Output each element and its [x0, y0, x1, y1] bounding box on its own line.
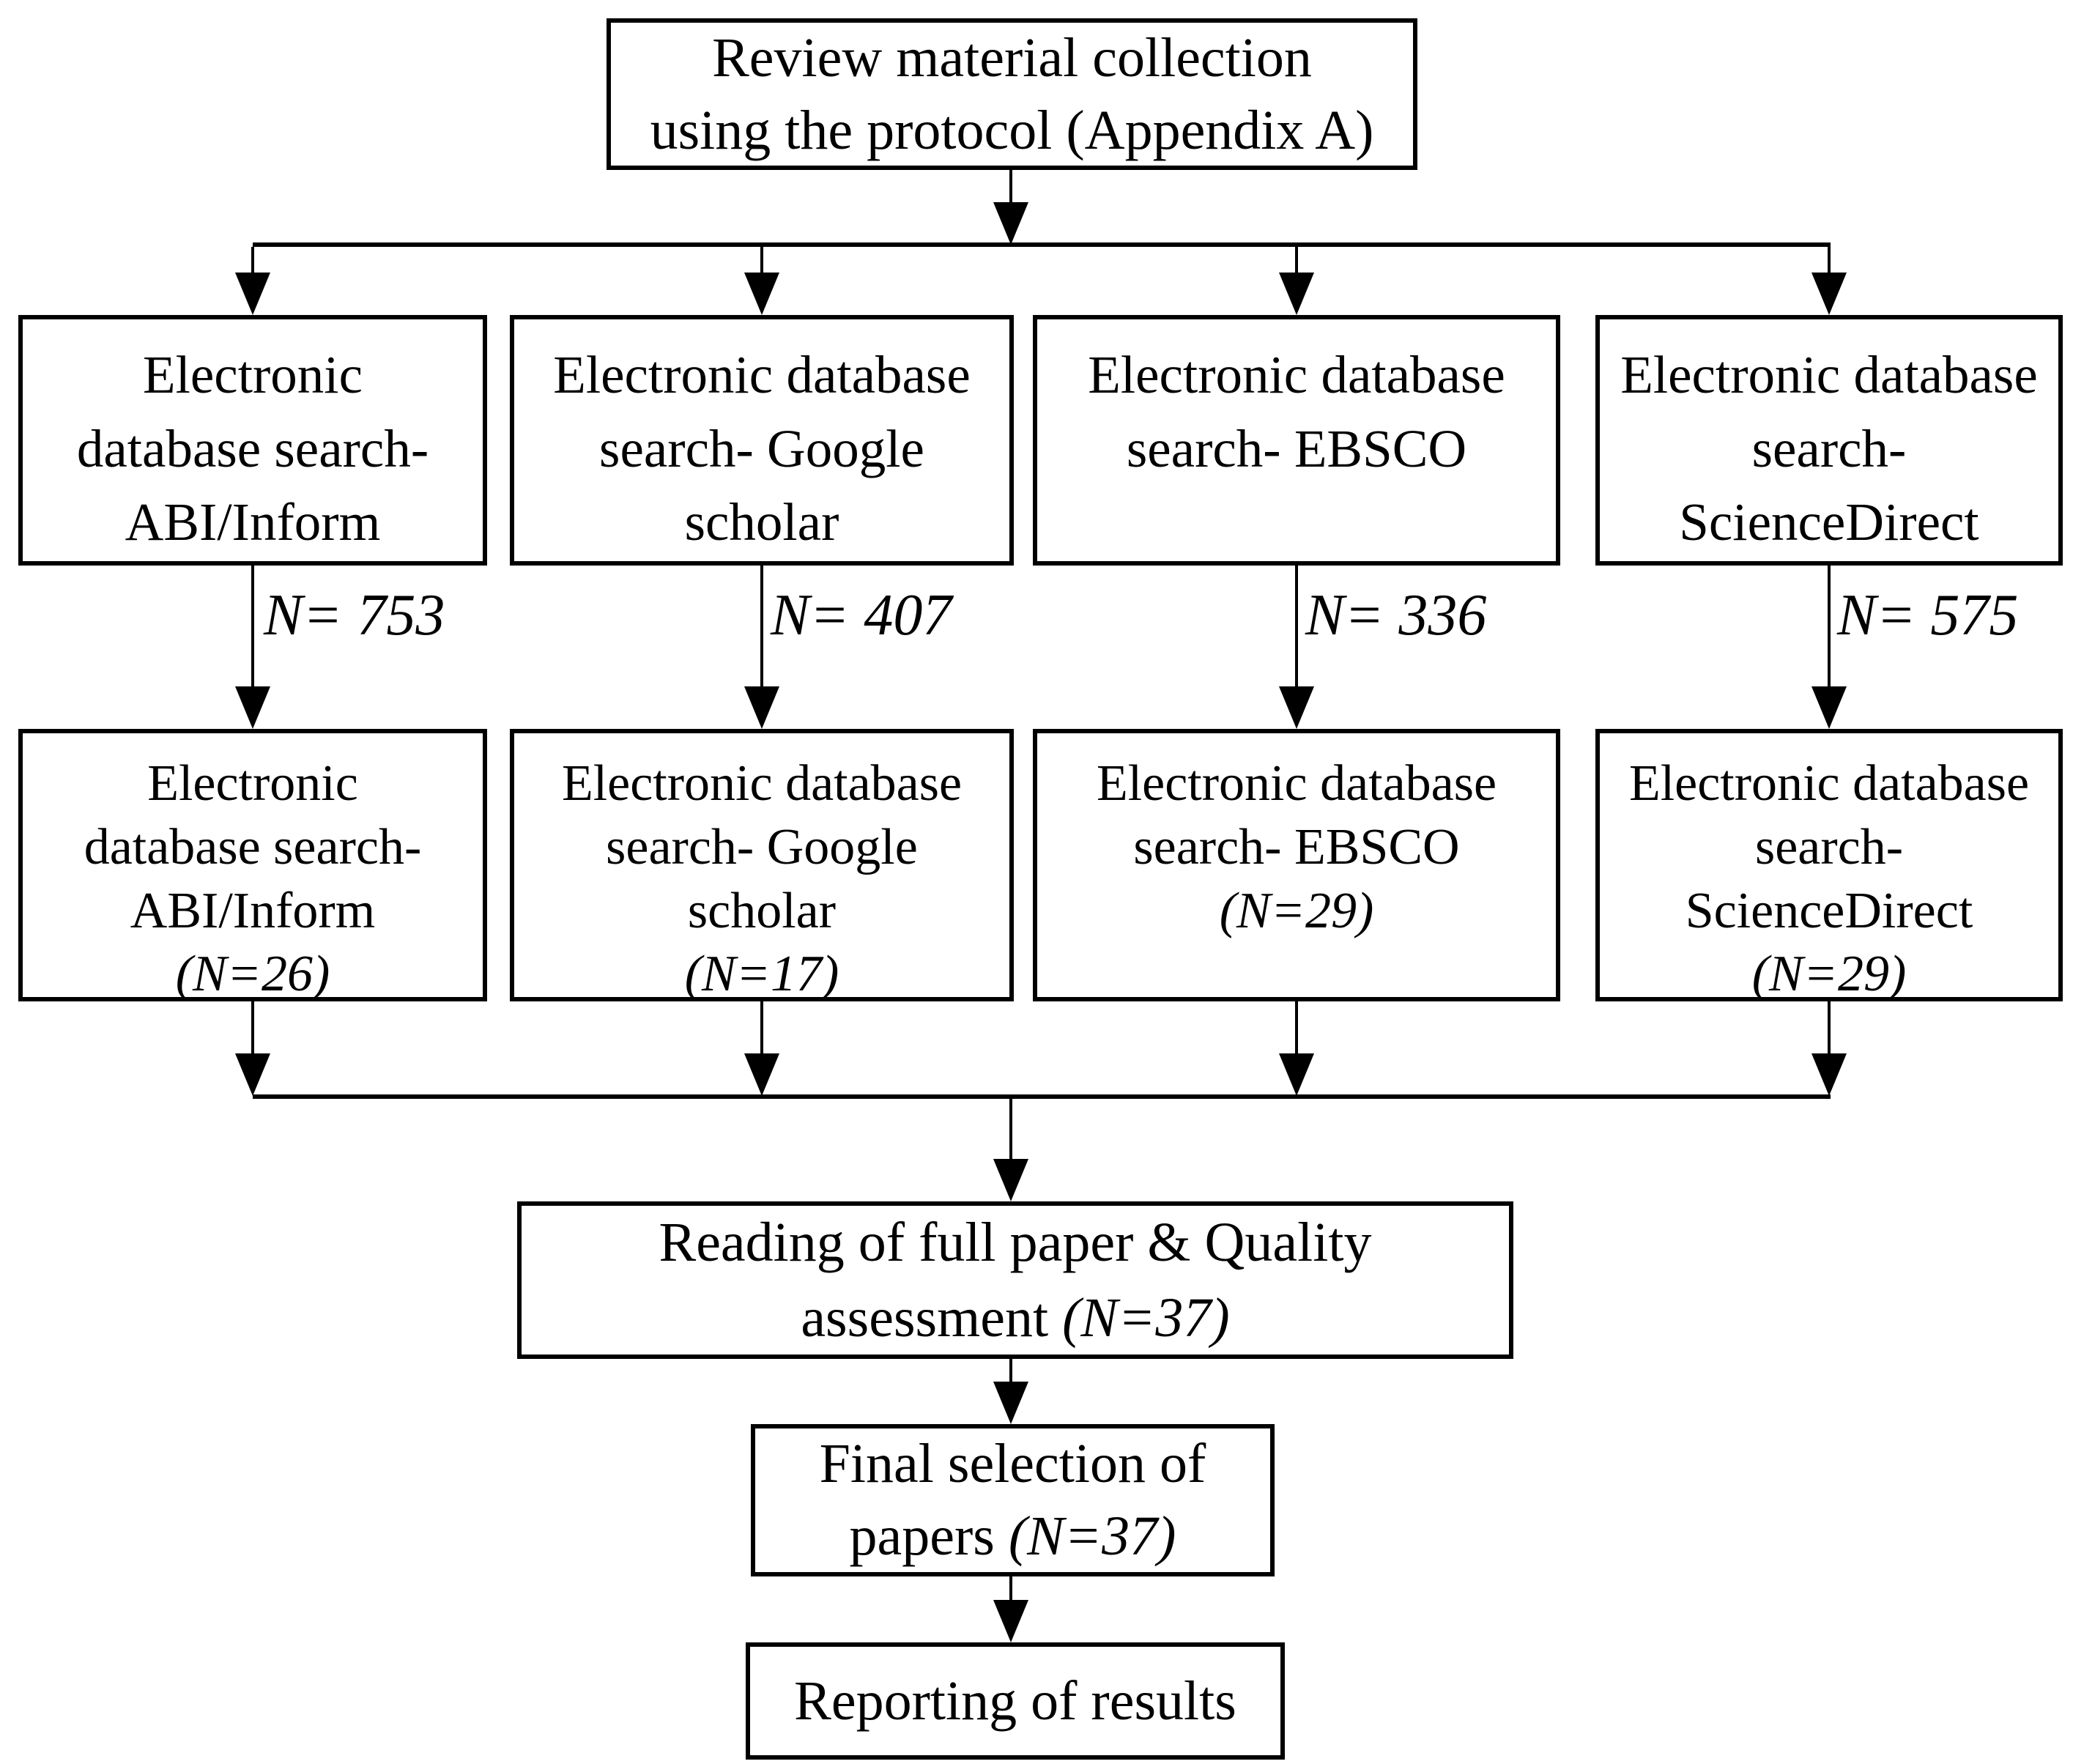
arrow-stem: [760, 247, 763, 273]
box-text-line: Review material collection: [712, 26, 1312, 89]
box-text-line: database search-: [76, 418, 429, 478]
box-count-segment: (N=37): [1008, 1505, 1176, 1567]
arrow-stem: [1828, 566, 1831, 687]
box-text-line: ABI/Inform: [130, 882, 376, 939]
arrowhead-down: [1811, 686, 1847, 729]
box-text-segment: assessment: [801, 1286, 1063, 1349]
reporting-box: Reporting of results: [746, 1642, 1285, 1760]
arrowhead-down: [744, 273, 779, 315]
arrowhead-down: [744, 1053, 779, 1096]
box-text-line: Electronic database: [561, 755, 963, 812]
search-box-abi-inform: Electronic database search- ABI/Inform: [18, 315, 487, 566]
arrowhead-down: [993, 1382, 1028, 1424]
arrow-stem: [1295, 247, 1298, 273]
box-text-line: search- EBSCO: [1133, 818, 1460, 875]
arrowhead-down: [1811, 273, 1847, 315]
branch-line: [253, 242, 1831, 247]
box-count-line: (N=17): [684, 946, 839, 1003]
result-count-label: N= 407: [771, 583, 952, 648]
arrowhead-down: [993, 202, 1028, 245]
result-count-label: N= 575: [1837, 583, 2019, 648]
arrowhead-down: [744, 686, 779, 729]
screened-box-sciencedirect: Electronic database search- ScienceDirec…: [1595, 729, 2063, 1002]
box-text-line: ScienceDirect: [1685, 882, 1973, 939]
box-text-line: Electronic: [143, 345, 363, 404]
arrowhead-down: [235, 1053, 270, 1096]
arrowhead-down: [1811, 1053, 1847, 1096]
screened-box-abi-inform: Electronic database search- ABI/Inform (…: [18, 729, 487, 1002]
quality-assessment-box: Reading of full paper & Quality assessme…: [517, 1201, 1513, 1359]
box-text-line: scholar: [684, 492, 839, 552]
search-box-sciencedirect: Electronic database search- ScienceDirec…: [1595, 315, 2063, 566]
arrow-stem: [251, 247, 254, 273]
box-text-line: Electronic database: [1088, 345, 1505, 404]
final-selection-box: Final selection of papers (N=37): [751, 1424, 1275, 1576]
screened-box-ebsco: Electronic database search- EBSCO (N=29): [1033, 729, 1560, 1001]
arrow-stem: [760, 1001, 763, 1054]
result-count-label: N= 336: [1305, 583, 1487, 648]
arrow-stem: [1295, 566, 1298, 687]
box-text-segment: papers: [849, 1505, 1009, 1567]
box-text-line: Reporting of results: [794, 1670, 1236, 1732]
box-text-line: scholar: [687, 882, 837, 939]
arrow-stem: [251, 566, 254, 687]
arrow-stem: [1009, 170, 1012, 204]
arrowhead-down: [993, 1159, 1028, 1201]
box-text-line: search-: [1754, 818, 1904, 875]
arrowhead-down: [235, 273, 270, 315]
merge-line: [253, 1094, 1831, 1099]
box-text-line: ScienceDirect: [1679, 492, 1979, 552]
arrowhead-down: [993, 1600, 1028, 1642]
arrow-stem: [1009, 1359, 1012, 1383]
arrow-stem: [251, 1001, 254, 1054]
box-text-line: Electronic database: [1620, 345, 2038, 404]
arrowhead-down: [1279, 686, 1314, 729]
box-text-line: Electronic database: [553, 345, 971, 404]
box-text-line: Electronic database: [1096, 755, 1497, 812]
box-text-line: Final selection of: [819, 1433, 1206, 1495]
box-count-line: (N=26): [175, 946, 330, 1003]
box-text-line: search-: [1751, 418, 1907, 478]
box-count-segment: (N=37): [1062, 1286, 1230, 1349]
arrow-stem: [1009, 1099, 1012, 1160]
search-box-google-scholar: Electronic database search- Google schol…: [510, 315, 1014, 566]
arrowhead-down: [235, 686, 270, 729]
search-box-ebsco: Electronic database search- EBSCO: [1033, 315, 1560, 566]
box-text-line: search- EBSCO: [1126, 418, 1467, 478]
arrow-stem: [1828, 247, 1831, 273]
arrow-stem: [760, 566, 763, 687]
box-text-line: Electronic: [147, 755, 358, 812]
arrowhead-down: [1279, 1053, 1314, 1096]
box-text-line: assessment (N=37): [801, 1281, 1229, 1356]
box-text-line: search- Google: [599, 418, 924, 478]
box-text-line: papers (N=37): [850, 1500, 1176, 1573]
box-text-line: Reading of full paper & Quality: [659, 1211, 1372, 1273]
box-text-line: database search-: [84, 818, 422, 875]
arrow-stem: [1828, 1001, 1831, 1054]
arrow-stem: [1295, 1001, 1298, 1054]
result-count-label: N= 753: [264, 583, 445, 648]
box-count-line: (N=29): [1219, 882, 1374, 939]
box-text-line: ABI/Inform: [125, 492, 381, 552]
arrow-stem: [1009, 1576, 1012, 1601]
box-text-line: search- Google: [606, 818, 918, 875]
box-count-line: (N=29): [1751, 946, 1907, 1003]
box-text-line: using the protocol (Appendix A): [650, 99, 1374, 161]
screened-box-google-scholar: Electronic database search- Google schol…: [510, 729, 1014, 1002]
protocol-box: Review material collection using the pro…: [607, 18, 1417, 170]
box-text-line: Electronic database: [1628, 755, 2030, 812]
arrowhead-down: [1279, 273, 1314, 315]
